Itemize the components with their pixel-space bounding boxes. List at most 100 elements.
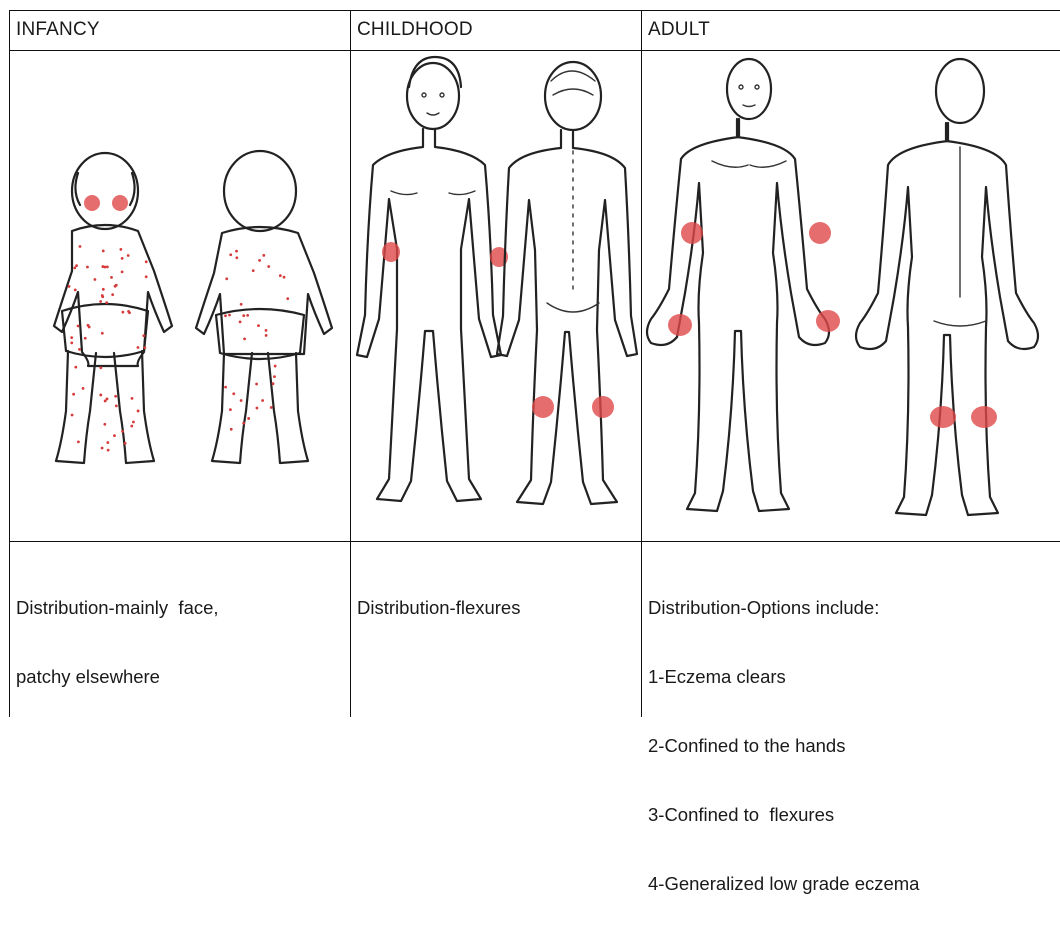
rash-dot: [145, 275, 148, 278]
rash-dot: [101, 447, 104, 450]
rash-dot: [270, 406, 273, 409]
rash-dot: [229, 408, 232, 411]
rash-dot: [230, 428, 233, 431]
adult-description-line-3: 2-Confined to the hands: [648, 734, 919, 757]
rash-dot: [70, 336, 73, 339]
rash-dot: [242, 422, 245, 425]
rash-dot: [247, 417, 250, 420]
rash-dot: [258, 259, 261, 262]
infancy-description-line-1: Distribution-mainly face,: [16, 596, 219, 619]
childhood-description: Distribution-flexures: [357, 550, 520, 665]
child-illustration: [351, 51, 641, 541]
rash-dot: [72, 393, 75, 396]
rash-dot: [119, 248, 122, 251]
rash-dot: [235, 250, 238, 253]
rash-dot: [93, 278, 96, 281]
child-front-figure: [357, 57, 508, 501]
rash-dot: [267, 265, 270, 268]
rash-dot: [84, 337, 87, 340]
rash-dot: [130, 425, 133, 428]
rash-dot: [265, 334, 268, 337]
adult-illustration: [642, 51, 1060, 541]
rash-dot: [99, 366, 102, 369]
rash-dot: [101, 294, 104, 297]
rash-dot: [121, 257, 124, 260]
rash-dot: [79, 245, 82, 248]
rash-dot: [142, 334, 145, 337]
rash-dot: [286, 297, 289, 300]
header-childhood: CHILDHOOD: [351, 10, 641, 50]
rash-dot: [137, 346, 140, 349]
infancy-description: Distribution-mainly face, patchy elsewhe…: [16, 550, 219, 734]
rash-dot: [102, 288, 105, 291]
adult-front-figure: [647, 59, 840, 511]
rash-dot: [99, 394, 102, 397]
rash-dot: [256, 407, 259, 410]
rash-dot: [78, 348, 81, 351]
rash-dot: [255, 383, 258, 386]
rash-dot: [99, 300, 102, 303]
infant-illustration: [10, 51, 350, 541]
child-back-figure: [497, 62, 637, 504]
eczema-distribution-table: INFANCY CHILDHOOD ADULT: [9, 10, 1060, 717]
rash-dot: [240, 303, 243, 306]
rash-dot: [102, 250, 105, 253]
rash-dot: [74, 288, 77, 291]
rash-dot: [131, 397, 134, 400]
childhood-description-line-1: Distribution-flexures: [357, 596, 520, 619]
rash-dot: [143, 346, 146, 349]
rash-dot: [232, 392, 235, 395]
rash-dot: [121, 311, 124, 314]
rash-dot: [145, 260, 148, 263]
infancy-description-line-2: patchy elsewhere: [16, 665, 219, 688]
rash-dot: [68, 285, 71, 288]
rash-dot: [115, 284, 118, 287]
image-row-divider: [9, 541, 1060, 542]
rash-dot: [137, 410, 140, 413]
adult-description-line-4: 3-Confined to flexures: [648, 803, 919, 826]
rash-dot: [121, 430, 124, 433]
header-adult: ADULT: [642, 10, 1060, 50]
rash-dot: [228, 314, 231, 317]
rash-dot: [101, 332, 104, 335]
adult-description-line-2: 1-Eczema clears: [648, 665, 919, 688]
rash-dot: [73, 266, 76, 269]
rash-dot: [257, 324, 260, 327]
rash-dot: [261, 399, 264, 402]
rash-dot: [114, 395, 117, 398]
rash-dot: [127, 310, 130, 313]
rash-dot: [87, 324, 90, 327]
rash-dot: [107, 449, 110, 452]
infant-back-figure: [196, 151, 332, 463]
rash-dot: [224, 314, 227, 317]
rash-dot: [283, 276, 286, 279]
adult-back-figure: [856, 59, 1038, 515]
rash-dot: [224, 386, 227, 389]
rash-dot: [242, 314, 245, 317]
rash-dot: [105, 301, 108, 304]
rash-dot: [273, 375, 276, 378]
rash-dot: [103, 423, 106, 426]
rash-dot: [132, 421, 135, 424]
rash-dot: [115, 404, 118, 407]
rash-dot: [74, 366, 77, 369]
rash-dot: [86, 266, 89, 269]
rash-dot: [240, 399, 243, 402]
rash-dot: [82, 387, 85, 390]
rash-dot: [252, 269, 255, 272]
rash-dot: [113, 434, 116, 437]
rash-dot: [71, 414, 74, 417]
rash-dot: [229, 253, 232, 256]
rash-dot: [75, 264, 78, 267]
rash-dot: [235, 256, 238, 259]
header-infancy: INFANCY: [10, 10, 350, 50]
rash-dot: [106, 441, 109, 444]
rash-dot: [110, 276, 113, 279]
adult-description-line-5: 4-Generalized low grade eczema: [648, 872, 919, 895]
rash-dot: [77, 325, 80, 328]
infant-front-figure: [54, 153, 172, 463]
rash-dot: [239, 320, 242, 323]
rash-dot: [272, 382, 275, 385]
adult-description: Distribution-Options include: 1-Eczema c…: [648, 550, 919, 941]
rash-dot: [274, 365, 277, 368]
